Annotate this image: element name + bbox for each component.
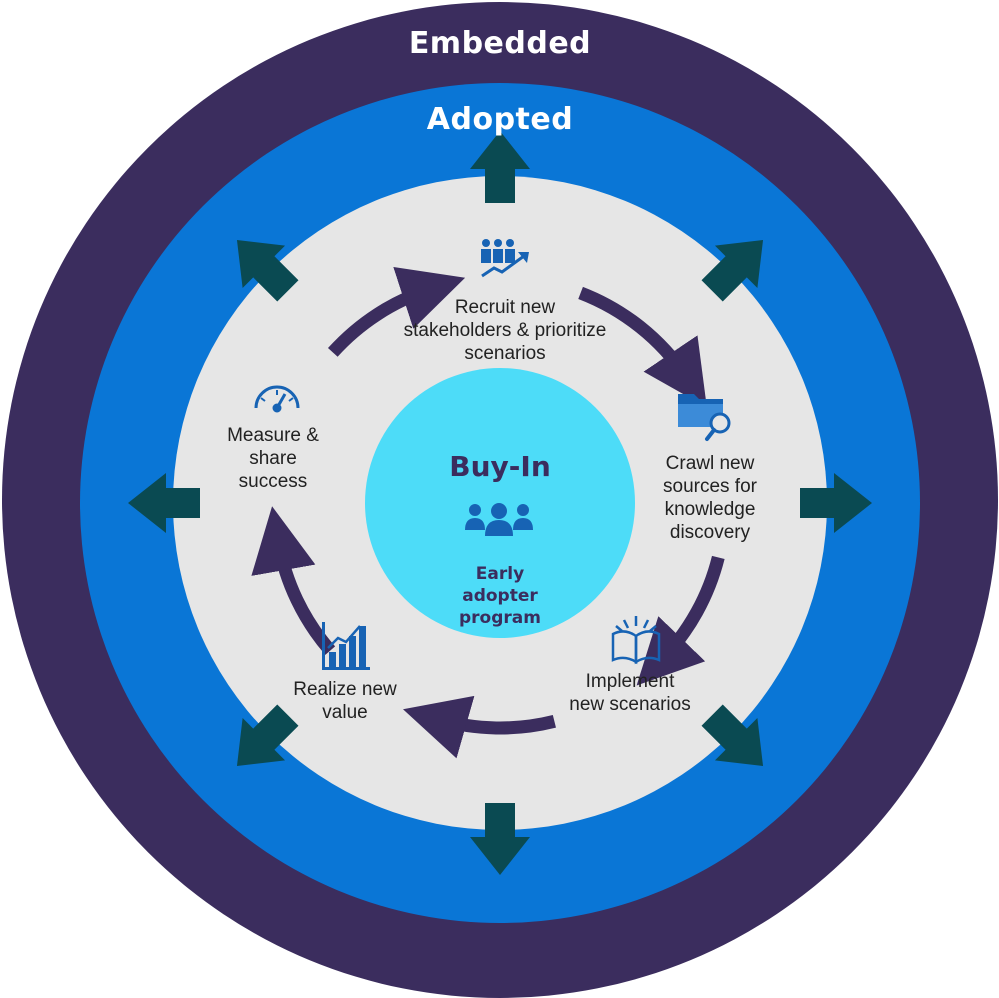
- step-recruit-label: Recruit new stakeholders & prioritize sc…: [403, 297, 607, 364]
- outward-arrow-right: [800, 473, 872, 533]
- outward-arrow-left: [128, 473, 200, 533]
- step-realize-label: Realize new value: [293, 679, 397, 723]
- core-subtitle: Early adopter program: [459, 564, 541, 628]
- cycle-arrow-recruit-to-crawl: [578, 286, 707, 408]
- open-book-icon: [611, 616, 661, 665]
- core-title: Buy-In: [449, 450, 551, 483]
- outward-arrow-down: [470, 803, 530, 875]
- gauge-icon: [254, 385, 300, 413]
- bar-chart-growth-icon: [322, 622, 370, 670]
- adopted-ring-label: Adopted: [426, 102, 574, 137]
- people-group-icon: [465, 503, 533, 536]
- outward-arrow-down-right: [701, 704, 764, 767]
- outward-arrow-up: [470, 131, 530, 203]
- embedded-ring-label: Embedded: [408, 26, 592, 61]
- step-measure-label: Measure & share success: [227, 425, 319, 492]
- step-crawl-label: Crawl new sources for knowledge discover…: [663, 453, 757, 543]
- step-implement-label: Implement new scenarios: [569, 671, 691, 715]
- cycle-arrow-implement-to-realize: [403, 695, 556, 759]
- outward-arrows: [128, 131, 872, 875]
- outward-arrow-down-left: [236, 704, 299, 767]
- people-growth-icon: [481, 239, 529, 278]
- outward-arrow-up-left: [236, 239, 299, 302]
- folder-search-icon: [678, 394, 731, 441]
- cycle-arrow-crawl-to-implement: [636, 555, 725, 686]
- core-circle: [365, 368, 635, 638]
- outward-arrow-up-right: [701, 239, 764, 302]
- cycle-arrow-measure-to-recruit: [327, 266, 466, 357]
